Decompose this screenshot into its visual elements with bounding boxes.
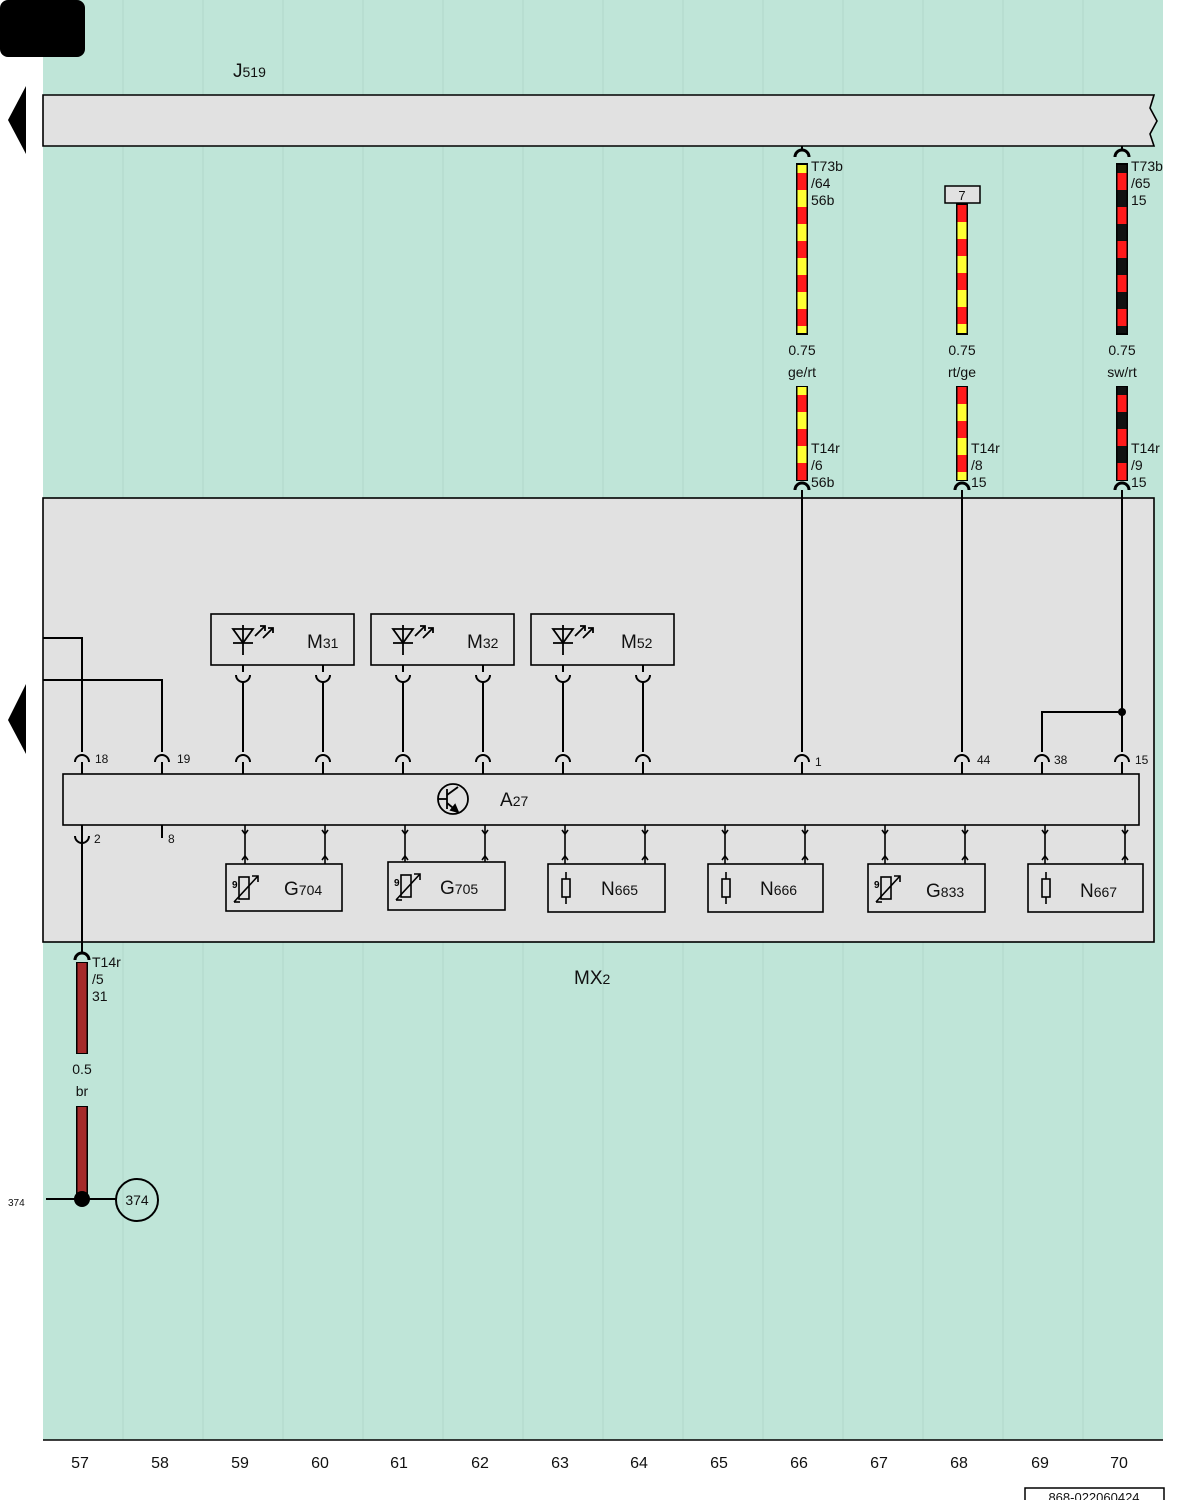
continuation-arrow-middle	[8, 684, 26, 754]
component-label-g705: G705	[440, 878, 478, 899]
column-number: 65	[710, 1455, 728, 1472]
document-number-box	[1024, 1487, 1165, 1500]
wire-size-rt-ge: 0.75	[948, 342, 975, 358]
sensor-component-g833: 9	[867, 863, 986, 913]
column-number: 57	[71, 1455, 89, 1472]
component-label-n667: N667	[1080, 881, 1117, 902]
pin-label-2: 2	[94, 832, 101, 846]
page-tab	[0, 0, 85, 57]
pin-label-19: 19	[177, 752, 191, 766]
wire-color-br: br	[76, 1083, 89, 1099]
wire-color-ge-rt: ge/rt	[788, 364, 816, 380]
component-label-m52: M52	[621, 632, 653, 653]
wire-color-rt-ge: rt/ge	[948, 364, 976, 380]
pin-label-8: 8	[168, 832, 175, 846]
continuation-arrow-top	[8, 86, 26, 154]
component-label-m31: M31	[307, 632, 339, 653]
led-component-m52	[530, 613, 675, 666]
column-number: 60	[311, 1455, 329, 1472]
column-number: 67	[870, 1455, 888, 1472]
ground-point-circle	[115, 1178, 159, 1222]
led-icon	[231, 625, 274, 655]
svg-text:9: 9	[874, 880, 880, 891]
thermistor-icon	[395, 873, 421, 901]
column-number: 66	[790, 1455, 808, 1472]
wire-size-ge-rt: 0.75	[788, 342, 815, 358]
valve-component-n665	[547, 863, 666, 913]
column-numbers: 57 58 59 60 61 62 63 64 65 66 67 68 69 7…	[71, 1455, 1128, 1472]
svg-text:9: 9	[394, 878, 400, 889]
pin-label-44: 44	[977, 753, 991, 767]
a27-bottom-pins	[74, 825, 163, 952]
valve-coil-icon	[561, 872, 571, 904]
wire-size-br: 0.5	[72, 1061, 92, 1077]
column-number: 59	[231, 1455, 249, 1472]
pin-label-18: 18	[95, 752, 109, 766]
column-number: 69	[1031, 1455, 1049, 1472]
led-icon	[391, 625, 434, 655]
ground-point-label: 374	[125, 1192, 149, 1208]
led-component-m32	[370, 613, 515, 666]
connector-label-t73b-65: T73b /65 15	[1131, 158, 1167, 208]
connector-label-t73b-64: T73b /64 56b	[811, 158, 847, 208]
sensor-component-g705: 9	[387, 861, 506, 911]
lower-component-connections	[241, 825, 1129, 864]
valve-coil-icon	[721, 872, 731, 904]
component-label-g833: G833	[926, 881, 964, 902]
led-icon	[551, 625, 594, 655]
a27-top-pin-cups	[74, 754, 1130, 774]
sensor-component-g704: 9	[225, 863, 343, 912]
component-label-n665: N665	[601, 879, 638, 900]
led-component-m31	[210, 613, 355, 666]
connector-label-t14r-8: T14r /8 15	[971, 440, 1004, 490]
connector-label-t14r-6: T14r /6 56b	[811, 440, 844, 490]
valve-component-n666	[707, 863, 824, 913]
component-label-m32: M32	[467, 632, 499, 653]
wire-br-col57	[46, 951, 116, 1207]
column-number: 70	[1110, 1455, 1128, 1472]
module-label: MX2	[574, 968, 611, 989]
component-label-n666: N666	[760, 879, 797, 900]
ground-side-reference: 374	[8, 1198, 25, 1209]
reference-box-number: 7	[958, 188, 965, 203]
column-number: 64	[630, 1455, 648, 1472]
central-unit-label: A27	[500, 790, 528, 811]
central-unit-bar	[62, 773, 1140, 826]
valve-coil-icon	[1041, 872, 1051, 904]
valve-component-n667	[1027, 863, 1144, 913]
connector-label-t14r-9: T14r /9 15	[1131, 440, 1164, 490]
control-unit-bar	[42, 94, 1158, 147]
pin-label-38: 38	[1054, 753, 1068, 767]
control-unit-label: J519	[233, 61, 266, 82]
document-number: 868-022060424	[1048, 1490, 1139, 1500]
upper-component-connections	[235, 665, 651, 752]
pin-label-15: 15	[1135, 753, 1149, 767]
junction-dot	[1118, 708, 1126, 716]
wire-size-sw-rt: 0.75	[1108, 342, 1135, 358]
thermistor-icon	[233, 875, 259, 903]
column-number: 63	[551, 1455, 569, 1472]
thermistor-icon	[875, 875, 901, 903]
component-label-g704: G704	[284, 879, 322, 900]
pin-label-1: 1	[815, 755, 822, 769]
column-number: 61	[390, 1455, 408, 1472]
wire-color-sw-rt: sw/rt	[1107, 364, 1137, 380]
transistor-icon	[437, 783, 469, 815]
column-number: 58	[151, 1455, 169, 1472]
connector-label-t14r-5: T14r /5 31	[92, 954, 125, 1004]
column-number: 68	[950, 1455, 968, 1472]
svg-text:9: 9	[232, 880, 238, 891]
column-number: 62	[471, 1455, 489, 1472]
